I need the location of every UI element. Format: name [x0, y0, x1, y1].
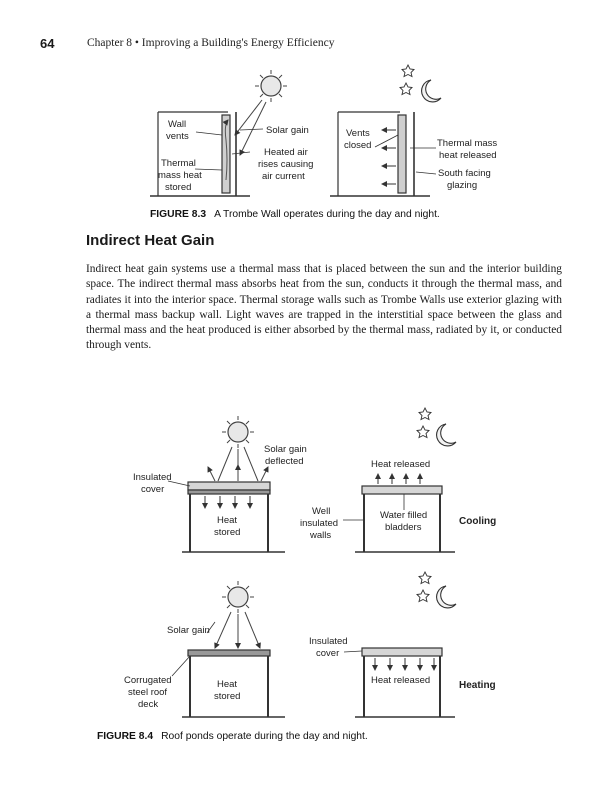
- label-solar-gain-deflected: Solar gain: [264, 444, 307, 455]
- figure-8-4-caption-text: Roof ponds operate during the day and ni…: [161, 731, 368, 742]
- moon-icon: [436, 585, 457, 609]
- label-cooling: Cooling: [459, 516, 496, 527]
- sun-icon: [222, 416, 254, 448]
- label-heated-air-1: Heated air: [264, 147, 308, 158]
- star-icon: [416, 570, 432, 603]
- star-icon: [399, 63, 415, 96]
- label-steel-roof: steel roof: [128, 687, 167, 698]
- label-heating: Heating: [459, 680, 496, 691]
- figure-8-4-diagram: Insulated cover Solar gain deflected Hea…: [124, 406, 496, 718]
- roof-pond-day-heating: [182, 649, 285, 718]
- label-heat-b: Heat: [217, 679, 237, 690]
- label-cover-b: cover: [316, 648, 339, 659]
- figure-8-3-label: FIGURE 8.3: [150, 209, 207, 220]
- label-heat-released-bottom: Heat released: [371, 675, 430, 686]
- label-thermal: Thermal: [161, 158, 196, 169]
- figure-8-3-caption-text: A Trombe Wall operates during the day an…: [214, 209, 440, 220]
- roof-pond-day-cooling: [182, 481, 285, 553]
- label-heated-air-2: rises causing: [258, 159, 313, 170]
- roof-pond-night-cooling: [355, 485, 455, 553]
- label-insulated: Insulated: [133, 472, 172, 483]
- roof-pond-night-heating: [355, 647, 455, 718]
- figure-8-3-caption: FIGURE 8.3 A Trombe Wall operates during …: [150, 209, 440, 220]
- running-title: Chapter 8 • Improving a Building's Energ…: [87, 37, 335, 49]
- moon-icon: [436, 423, 457, 447]
- label-cover: cover: [141, 484, 164, 495]
- label-deck: deck: [138, 699, 158, 710]
- label-heat-released-top: Heat released: [371, 459, 430, 470]
- moon-icon: [421, 79, 442, 103]
- label-corrugated: Corrugated: [124, 675, 172, 686]
- label-vents: vents: [166, 131, 189, 142]
- sun-icon: [255, 70, 287, 102]
- figure-8-3-diagram: Wall vents Solar gain Heated air rises c…: [150, 63, 497, 197]
- label-solar-gain-b: Solar gain: [167, 625, 210, 636]
- label-walls: walls: [309, 530, 331, 541]
- label-insulated-b: Insulated: [309, 636, 348, 647]
- label-glazing: glazing: [447, 180, 477, 191]
- running-header: 64 Chapter 8 • Improving a Building's En…: [40, 36, 561, 56]
- figure-8-4-caption: FIGURE 8.4 Roof ponds operate during the …: [97, 731, 368, 742]
- figure-8-4-label: FIGURE 8.4: [97, 731, 154, 742]
- label-vents-night: Vents: [346, 128, 370, 139]
- label-closed: closed: [344, 140, 371, 151]
- label-heat-released-night: heat released: [439, 150, 497, 161]
- label-heated-air-3: air current: [262, 171, 305, 182]
- label-solar-gain: Solar gain: [266, 125, 309, 136]
- trombe-wall-night: [330, 111, 430, 197]
- label-mass-heat: mass heat: [158, 170, 202, 181]
- label-well: Well: [312, 506, 330, 517]
- section-heading: Indirect Heat Gain: [86, 232, 215, 249]
- label-wall: Wall: [168, 119, 186, 130]
- sun-icon: [222, 581, 254, 613]
- label-stored-a: stored: [214, 527, 240, 538]
- trombe-wall-day: [150, 111, 250, 197]
- label-water-filled: Water filled: [380, 510, 427, 521]
- label-stored-b: stored: [214, 691, 240, 702]
- page-number: 64: [40, 36, 55, 51]
- label-bladders: bladders: [385, 522, 422, 533]
- section-paragraph: Indirect heat gain systems use a thermal…: [86, 263, 562, 352]
- star-icon: [416, 406, 432, 439]
- label-insulated-walls: insulated: [300, 518, 338, 529]
- label-stored: stored: [165, 182, 191, 193]
- label-heat-a: Heat: [217, 515, 237, 526]
- label-south-facing: South facing: [438, 168, 491, 179]
- label-thermal-mass-night: Thermal mass: [437, 138, 497, 149]
- label-deflected: deflected: [265, 456, 304, 467]
